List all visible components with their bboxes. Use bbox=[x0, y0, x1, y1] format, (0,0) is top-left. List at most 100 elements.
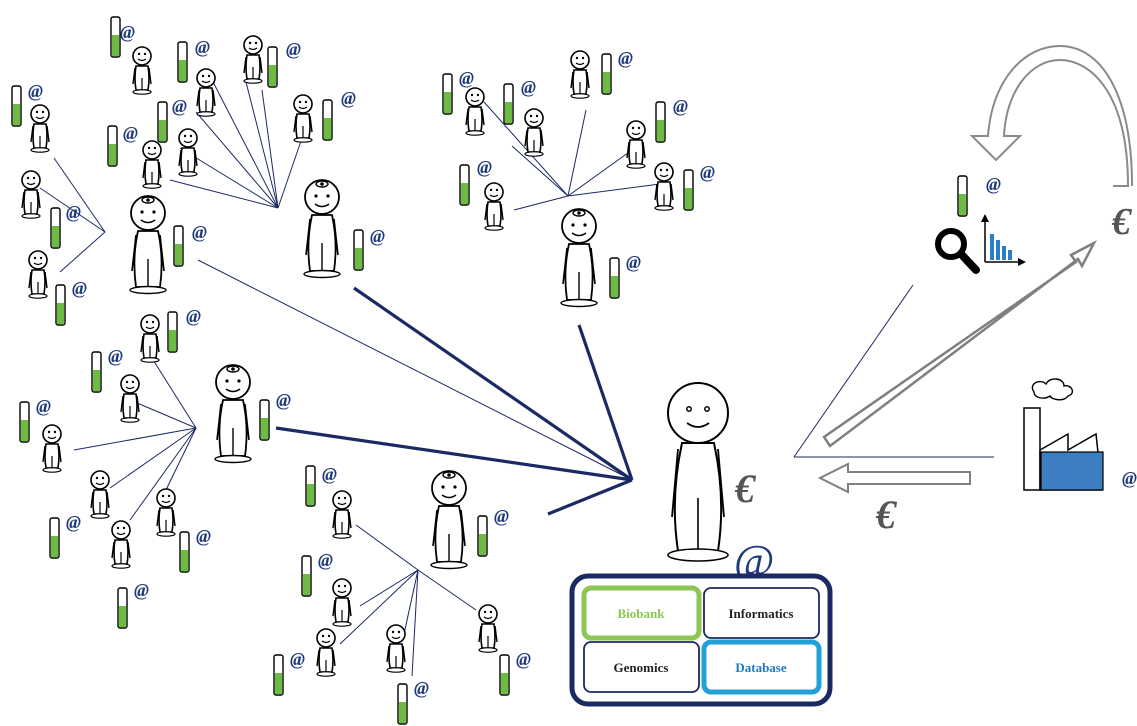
sample-tube-icon bbox=[173, 225, 184, 267]
email-symbol: @ bbox=[986, 174, 1001, 194]
sample-tube-icon bbox=[499, 654, 510, 696]
arrow-icon bbox=[822, 240, 1097, 448]
person-icon bbox=[478, 604, 498, 654]
sample-tube-icon bbox=[397, 683, 408, 725]
sample-tube-icon bbox=[609, 257, 620, 299]
person-icon bbox=[484, 182, 504, 231]
sample-tube-icon bbox=[503, 83, 514, 125]
email-symbol: @ bbox=[318, 550, 333, 570]
doctor-icon bbox=[430, 470, 468, 570]
email-symbol: @ bbox=[700, 162, 715, 182]
person-icon bbox=[654, 162, 674, 211]
email-symbol: @ bbox=[66, 512, 81, 532]
arrow-icon bbox=[817, 462, 971, 494]
person-icon bbox=[465, 87, 485, 136]
email-symbol: @ bbox=[618, 48, 633, 68]
email-symbol: @ bbox=[322, 464, 337, 484]
doctor-icon bbox=[214, 364, 252, 464]
person-icon bbox=[316, 628, 336, 678]
email-symbol: @ bbox=[195, 37, 210, 57]
email-symbol: @ bbox=[414, 678, 429, 698]
email-symbol: @ bbox=[186, 306, 201, 326]
person-icon bbox=[293, 94, 313, 143]
person-icon bbox=[28, 250, 48, 300]
currency-symbol: € bbox=[734, 466, 757, 511]
sample-tube-icon bbox=[19, 401, 30, 443]
person-icon bbox=[386, 624, 406, 674]
factory-icon bbox=[1023, 378, 1104, 491]
sample-tube-icon bbox=[50, 207, 61, 249]
biobank-box bbox=[581, 585, 702, 641]
email-symbol: @ bbox=[134, 580, 149, 600]
sample-tube-icon bbox=[477, 515, 488, 557]
sample-tube-icon bbox=[305, 465, 316, 507]
sample-tube-icon bbox=[259, 399, 270, 441]
person-icon bbox=[196, 68, 216, 117]
email-symbol: @ bbox=[521, 77, 536, 97]
sample-tube-icon bbox=[107, 125, 118, 167]
email-symbol: @ bbox=[673, 96, 688, 116]
email-symbol: @ bbox=[196, 526, 211, 546]
email-symbol: @ bbox=[172, 96, 187, 116]
email-symbol: @ bbox=[192, 222, 207, 242]
person-icon bbox=[178, 128, 198, 177]
person-icon bbox=[626, 120, 646, 169]
informatics-label: Informatics bbox=[729, 606, 794, 621]
hub-lines-cluster5 bbox=[339, 524, 477, 677]
person-icon bbox=[156, 488, 176, 538]
doctor-icon bbox=[303, 179, 341, 279]
sample-tube-icon bbox=[459, 164, 470, 206]
email-symbol: @ bbox=[28, 81, 43, 101]
main-researcher bbox=[667, 382, 729, 562]
informatics-box bbox=[703, 587, 820, 639]
curved-arrow-icon bbox=[969, 44, 1133, 187]
biobank-label: Biobank bbox=[618, 606, 666, 621]
currency-symbol: € bbox=[1111, 201, 1133, 243]
email-symbol: @ bbox=[494, 506, 509, 526]
hub-lines-cluster4 bbox=[73, 354, 197, 521]
infrastructure-box: Biobank Informatics Genomics Database bbox=[569, 573, 833, 707]
sample-tube-icon bbox=[49, 517, 60, 559]
email-symbol: @ bbox=[286, 39, 301, 59]
email-symbol: @ bbox=[290, 649, 305, 669]
sample-tube-icon bbox=[110, 16, 121, 58]
person-icon bbox=[132, 46, 152, 95]
email-symbols: @ @ @ @ @ @ @ @ @ @ @ @ @ @ @ @ @ @ @ @ … bbox=[28, 22, 1137, 698]
person-icon bbox=[243, 35, 263, 84]
sample-tube-icon bbox=[117, 587, 128, 629]
sample-tube-icon bbox=[683, 169, 694, 211]
magnifier-icon bbox=[935, 228, 980, 274]
doctor-icon bbox=[560, 208, 598, 308]
person-icon bbox=[332, 578, 352, 628]
person-icon bbox=[111, 520, 131, 570]
sample-tube-icon bbox=[179, 531, 190, 573]
email-symbol: @ bbox=[66, 202, 81, 222]
sample-tube-icon bbox=[301, 555, 312, 597]
sample-tube-icon bbox=[167, 311, 178, 353]
hub-lines-cluster1 bbox=[169, 79, 303, 209]
email-symbol: @ bbox=[370, 226, 385, 246]
sample-tube-icon bbox=[177, 41, 188, 83]
person-icon bbox=[30, 104, 50, 153]
trunk-lines bbox=[275, 286, 634, 516]
sample-tube-icon bbox=[273, 654, 284, 696]
sample-tube-icon bbox=[655, 101, 666, 143]
sample-tube-icon bbox=[11, 85, 22, 127]
bar-chart-icon bbox=[981, 214, 1026, 266]
genomics-label: Genomics bbox=[614, 660, 669, 675]
email-symbol: @ bbox=[626, 252, 641, 272]
sample-tube-icon bbox=[353, 229, 364, 271]
person-icon bbox=[524, 108, 544, 157]
person-icon bbox=[142, 140, 162, 189]
email-symbol: @ bbox=[459, 68, 474, 88]
email-symbol: @ bbox=[72, 278, 87, 298]
email-symbol: @ bbox=[477, 157, 492, 177]
database-label: Database bbox=[735, 660, 787, 675]
email-symbol: @ bbox=[36, 396, 51, 416]
database-box bbox=[701, 639, 822, 695]
email-symbol: @ bbox=[120, 22, 135, 42]
email-symbol: @ bbox=[516, 649, 531, 669]
person-icon bbox=[140, 314, 160, 364]
sample-tube-icon bbox=[267, 46, 278, 88]
